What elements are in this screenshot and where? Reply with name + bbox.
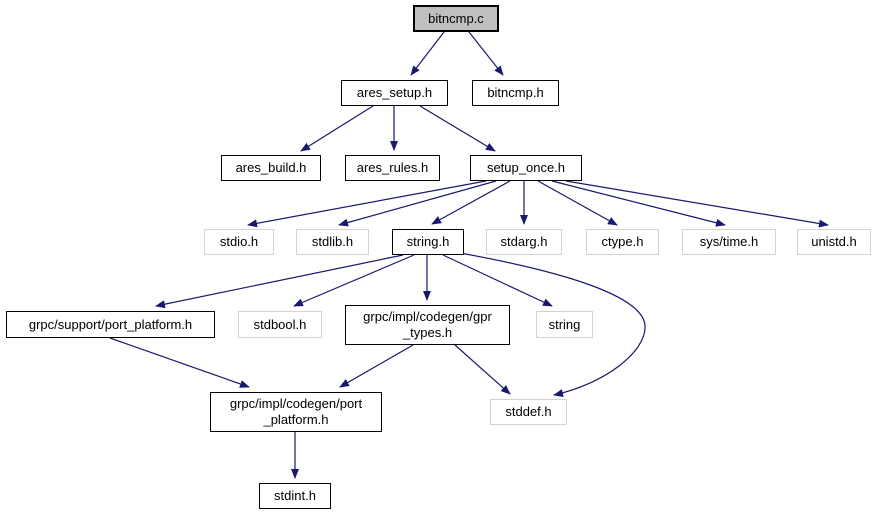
edge-setup-once-h-unistd-h xyxy=(565,180,829,228)
node-string-h[interactable]: string.h xyxy=(392,229,464,255)
node-setup-once-h[interactable]: setup_once.h xyxy=(470,155,582,181)
node-stdarg-h: stdarg.h xyxy=(486,229,562,255)
edge-grpc-support-port-platform-h-codegen-port-platform-h xyxy=(109,337,250,388)
edge-string-h-string xyxy=(442,254,553,307)
edge-setup-once-h-stdio-h xyxy=(247,180,487,228)
edge-setup-once-h-stdlib-h xyxy=(338,180,497,227)
edge-bitncmp-c-bitncmp-h xyxy=(468,31,504,76)
node-grpc-impl-codegen-port-platform-h[interactable]: grpc/impl/codegen/port _platform.h xyxy=(210,392,382,432)
node-stdio-h: stdio.h xyxy=(204,229,274,255)
node-grpc-impl-codegen-gpr-types-h[interactable]: grpc/impl/codegen/gpr _types.h xyxy=(345,305,510,345)
node-unistd-h: unistd.h xyxy=(797,229,871,255)
edge-string-h-stddef-h xyxy=(459,252,646,397)
node-bitncmp-h[interactable]: bitncmp.h xyxy=(472,80,559,106)
edge-ares-setup-h-ares-build-h xyxy=(300,105,374,152)
node-ares-build-h[interactable]: ares_build.h xyxy=(221,155,321,181)
edge-string-h-stdbool-h xyxy=(293,254,415,307)
edge-setup-once-h-sys-time-h xyxy=(551,180,726,227)
node-grpc-support-port-platform-h[interactable]: grpc/support/port_platform.h xyxy=(6,311,215,338)
edge-gpr-types-h-stddef-h xyxy=(454,344,511,395)
edge-string-h-grpc-support-port-platform-h xyxy=(155,254,404,309)
edge-bitncmp-c-ares-setup-h xyxy=(410,31,445,76)
node-stdint-h[interactable]: stdint.h xyxy=(259,483,331,509)
node-ares-setup-h[interactable]: ares_setup.h xyxy=(341,80,448,106)
node-stdlib-h: stdlib.h xyxy=(296,229,369,255)
node-stdbool-h: stdbool.h xyxy=(238,311,322,338)
node-ares-rules-h[interactable]: ares_rules.h xyxy=(345,155,440,181)
node-string: string xyxy=(536,311,593,338)
node-stddef-h: stddef.h xyxy=(490,399,567,425)
edge-setup-once-h-ctype-h xyxy=(537,180,618,226)
edge-ares-setup-h-setup-once-h xyxy=(419,105,496,152)
node-ctype-h: ctype.h xyxy=(586,229,659,255)
edge-gpr-types-h-codegen-port-platform-h xyxy=(339,344,414,388)
node-bitncmp-c: bitncmp.c xyxy=(413,5,499,32)
node-sys-time-h: sys/time.h xyxy=(682,229,776,255)
edge-setup-once-h-string-h xyxy=(431,180,511,225)
